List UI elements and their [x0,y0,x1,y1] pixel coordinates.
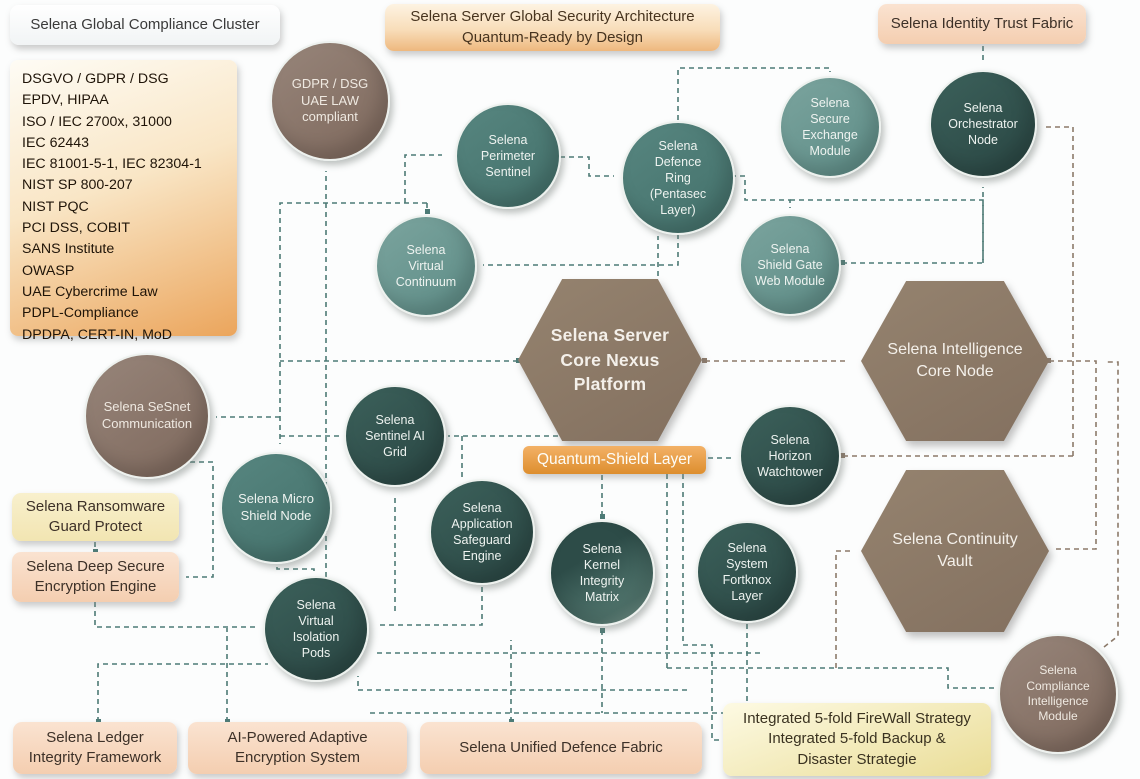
box-label: AI-Powered Adaptive Encryption System [227,728,368,766]
node-label: Selena System Fortknox Layer [722,541,772,603]
identity-trust-fabric-title: Selena Identity Trust Fabric [890,14,1074,32]
node-shield-gate-web-module: Selena Shield Gate Web Module [739,214,841,316]
standard-item: PDPL-Compliance [22,305,139,322]
hexagon-intelligence-core-node: Selena Intelligence Core Node [861,281,1049,441]
edges-teal [93,46,994,741]
node-horizon-watchtower: Selena Horizon Watchtower [739,405,841,507]
node-label: Selena SeSnet Communication [101,399,193,431]
node-label: Selena Horizon Watchtower [757,433,823,479]
hexagon-label: Selena Continuity Vault [892,530,1018,570]
standard-item: NIST SP 800-207 [22,177,133,194]
main-title-line1: Selena Server Global Security Architectu… [410,8,695,26]
node-virtual-continuum: Selena Virtual Continuum [375,215,477,317]
node-compliance-intelligence-module: Selena Compliance Intelligence Module [998,634,1118,754]
deep-secure-encryption-box: Selena Deep Secure Encryption Engine [12,552,179,602]
node-label: Selena Sentinel AI Grid [365,413,425,459]
box-label: Selena Unified Defence Fabric [459,738,663,756]
node-label: Selena Defence Ring (Pentasec Layer) [649,139,707,217]
edges-brown [702,126,1119,668]
node-label: Selena Kernel Integrity Matrix [579,542,625,604]
node-application-safeguard-engine: Selena Application Safeguard Engine [429,479,535,585]
standard-item: OWASP [22,262,75,279]
box-label: Integrated 5-fold FireWall Strategy Inte… [743,710,971,768]
node-label: GDPR / DSG UAE LAW compliant [291,76,369,125]
node-secure-exchange-module: Selena Secure Exchange Module [779,76,881,178]
box-label: Selena Ledger Integrity Framework [28,728,162,766]
node-system-fortknox-layer: Selena System Fortknox Layer [696,521,798,623]
identity-trust-fabric-box: Selena Identity Trust Fabric [878,4,1086,44]
banner-label: Quantum-Shield Layer [536,450,693,468]
hexagon-continuity-vault: Selena Continuity Vault [861,470,1049,632]
node-perimeter-sentinel: Selena Perimeter Sentinel [455,103,561,209]
box-label: Selena Ransomware Guard Protect [25,497,166,535]
standard-item: NIST PQC [22,198,89,215]
node-virtual-isolation-pods: Selena Virtual Isolation Pods [263,576,369,682]
node-label: Selena Perimeter Sentinel [480,133,536,179]
compliance-cluster-title-box: Selena Global Compliance Cluster [10,5,280,45]
compliance-cluster-title: Selena Global Compliance Cluster [30,15,260,33]
main-title-banner: Selena Server Global Security Architectu… [385,4,720,51]
node-label: Selena Virtual Continuum [395,243,457,289]
node-label: Selena Compliance Intelligence Module [1026,663,1090,724]
unified-defence-fabric-box: Selena Unified Defence Fabric [420,722,702,774]
node-gdpr-compliant: GDPR / DSG UAE LAW compliant [270,41,390,161]
hexagon-label: Selena Server Core Nexus Platform [550,325,670,395]
standard-item: IEC 81001-5-1, IEC 82304-1 [22,156,202,173]
ransomware-guard-box: Selena Ransomware Guard Protect [12,493,179,541]
node-label: Selena Secure Exchange Module [802,96,858,158]
node-label: Selena Shield Gate Web Module [755,242,825,288]
node-sesnet-communication: Selena SeSnet Communication [84,353,210,479]
node-kernel-integrity-matrix: Selena Kernel Integrity Matrix [549,520,655,626]
box-label: Selena Deep Secure Encryption Engine [26,557,165,595]
node-label: Selena Virtual Isolation Pods [292,598,340,660]
quantum-shield-layer-banner: Quantum-Shield Layer [523,446,706,474]
node-label: Selena Micro Shield Node [238,491,314,523]
node-label: Selena Orchestrator Node [948,101,1018,147]
standard-item: DPDPA, CERT-IN, MoD [22,326,173,343]
fivefold-strategy-box: Integrated 5-fold FireWall Strategy Inte… [723,703,991,776]
node-label: Selena Application Safeguard Engine [451,501,513,563]
standard-item: IEC 62443 [22,134,90,151]
node-defence-ring: Selena Defence Ring (Pentasec Layer) [621,121,735,235]
standard-item: EPDV, HIPAA [22,92,109,109]
standard-item: PCI DSS, COBIT [22,220,130,237]
node-micro-shield-node: Selena Micro Shield Node [220,452,332,564]
standard-item: ISO / IEC 2700x, 31000 [22,113,172,130]
standard-item: DSGVO / GDPR / DSG [22,71,169,87]
hexagon-label: Selena Intelligence Core Node [887,340,1023,380]
main-title-line2: Quantum-Ready by Design [462,28,643,46]
node-sentinel-ai-grid: Selena Sentinel AI Grid [344,385,446,487]
ai-adaptive-encryption-box: AI-Powered Adaptive Encryption System [188,722,407,774]
node-orchestrator-node: Selena Orchestrator Node [929,70,1037,178]
ledger-integrity-box: Selena Ledger Integrity Framework [13,722,177,774]
hexagon-core-nexus-platform: Selena Server Core Nexus Platform [518,279,702,441]
standard-item: SANS Institute [22,241,115,258]
standard-item: UAE Cybercrime Law [22,283,158,300]
compliance-standards-list: DSGVO / GDPR / DSG EPDV, HIPAA ISO / IEC… [10,60,237,343]
